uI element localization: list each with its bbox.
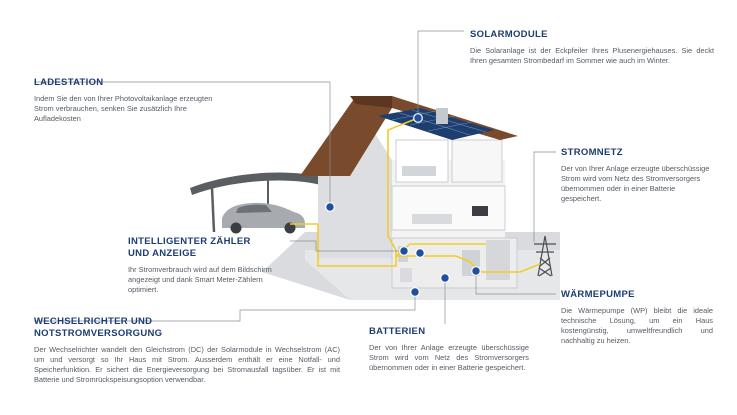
marker-batterien [440,273,450,283]
callout-ladestation-text: Indem Sie den von Ihrer Photovoltaikanla… [34,94,213,123]
callout-zaehler-title-1: INTELLIGENTER ZÄHLER [128,236,251,247]
callout-wechselrichter: WECHSELRICHTER UND NOTSTROMVERSORGUNG De… [34,316,340,385]
callout-ladestation-title: LADESTATION [34,77,104,88]
callout-waermepumpe-title: WÄRMEPUMPE [561,289,635,300]
callout-stromnetz-title: STROMNETZ [561,147,623,158]
callout-stromnetz-text: Der von Ihrer Anlage erzeugte überschüss… [561,164,710,203]
marker-solarmodule [413,113,423,123]
sofa-icon [412,214,452,224]
callout-waermepumpe-text: Die Wärmepumpe (WP) bleibt die ideale te… [561,306,713,345]
marker-extra [415,248,425,258]
marker-ladestation [325,202,335,212]
leader-lines [34,30,556,324]
callout-wechselrichter-text: Der Wechselrichter wandelt den Gleichstr… [34,345,340,384]
callout-waermepumpe: WÄRMEPUMPE Die Wärmepumpe (WP) bleibt di… [561,289,713,346]
marker-waermepumpe [471,266,481,276]
washer-icon [400,268,412,282]
marker-wechselrichter [410,287,420,297]
callout-batterien-title: BATTERIEN [369,326,426,337]
callout-zaehler: INTELLIGENTER ZÄHLER UND ANZEIGE Ihr Str… [128,236,288,295]
tv-icon [472,206,488,216]
callout-zaehler-title-2: UND ANZEIGE [128,248,197,259]
callout-wechselrichter-title-1: WECHSELRICHTER UND [34,316,153,327]
marker-zaehler [399,246,409,256]
car-icon [222,202,305,234]
markers [325,113,481,297]
callout-solarmodule: SOLARMODULE Die Solaranlage ist der Eckp… [470,29,714,66]
roof-ridge [350,96,392,108]
callout-batterien-text: Der von Ihrer Anlage erzeugte überschüss… [369,343,529,372]
house-roof [300,96,518,176]
callout-wechselrichter-title-2: NOTSTROMVERSORGUNG [34,328,163,339]
room-upper-right [451,139,503,183]
callout-batterien: BATTERIEN Der von Ihrer Anlage erzeugte … [369,326,529,373]
callout-ladestation: LADESTATION Indem Sie den von Ihrer Phot… [34,77,219,124]
callout-solarmodule-title: SOLARMODULE [470,29,548,40]
heat-pump-icon [486,240,510,280]
chimney [436,108,448,124]
callout-solarmodule-text: Die Solaranlage ist der Eckpfeiler Ihres… [470,46,714,65]
power-pylon-icon [534,235,556,277]
callout-stromnetz: STROMNETZ Der von Ihrer Anlage erzeugte … [561,147,713,204]
callout-zaehler-text: Ihr Stromverbrauch wird auf dem Bildschi… [128,265,272,294]
bed-icon [402,166,436,176]
